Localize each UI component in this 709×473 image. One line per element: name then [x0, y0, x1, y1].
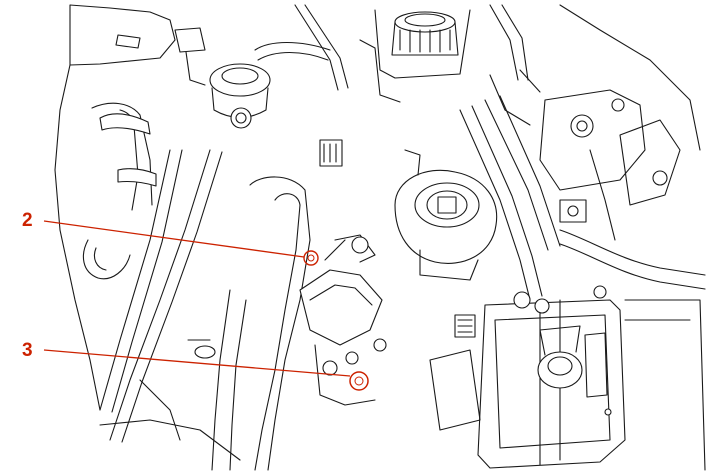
lower-left-hoses: [99, 149, 241, 461]
reservoir-cap: [359, 9, 471, 103]
bolt-marker-3: [349, 371, 369, 391]
fuel-lines: [459, 69, 561, 301]
bolt-marker-3-inner: [354, 376, 364, 386]
pulley-assembly: [394, 149, 498, 281]
callout-label-3: 3: [22, 340, 33, 361]
right-side-pipes: [559, 149, 706, 290]
leader-line-2: [43, 220, 305, 258]
callout-3: 3: [22, 340, 369, 391]
sensor-bracket: [299, 234, 387, 406]
vacuum-valve: [174, 27, 271, 129]
leader-line-3: [43, 349, 351, 377]
connectors: [319, 139, 612, 416]
callout-label-2: 2: [22, 210, 33, 231]
top-tubes: [254, 4, 529, 91]
actuator: [513, 285, 607, 389]
radiator-hose-left: [82, 102, 157, 280]
callout-2: 2: [22, 210, 319, 266]
coolant-hose-center: [211, 176, 311, 471]
bolt-marker-2: [303, 250, 319, 266]
right-upper-bracket: [539, 4, 701, 206]
left-fender-panel: [54, 4, 176, 411]
bolt-marker-2-inner: [307, 254, 315, 262]
